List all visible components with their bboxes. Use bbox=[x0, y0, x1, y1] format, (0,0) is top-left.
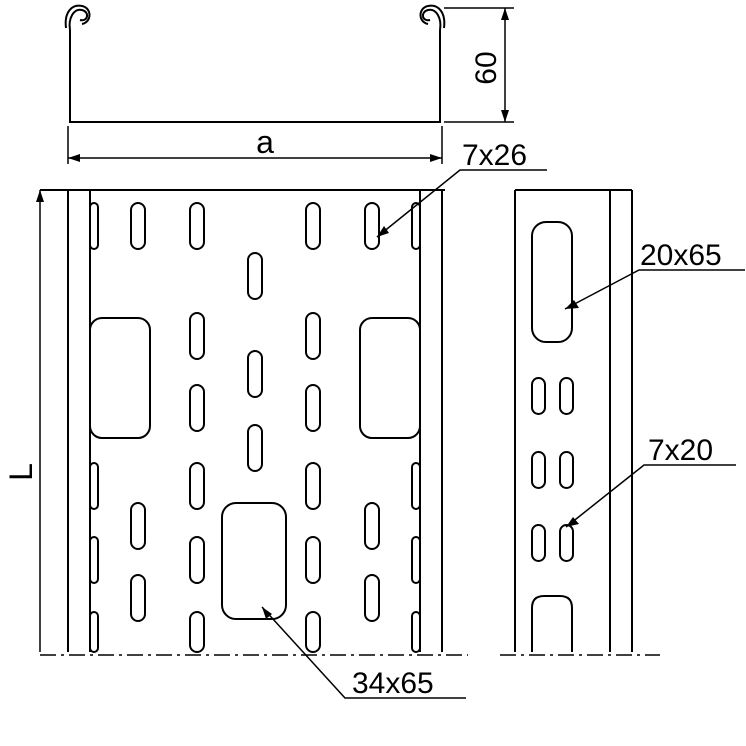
tray-side-view bbox=[514, 189, 633, 652]
height-dimension: 60 bbox=[444, 7, 514, 123]
callout-34x65: 34x65 bbox=[261, 606, 466, 700]
tray-plan-view bbox=[40, 189, 445, 653]
width-label: a bbox=[256, 124, 274, 160]
height-label: 60 bbox=[470, 51, 503, 84]
side-large-hole bbox=[531, 221, 573, 343]
callout-20x65: 20x65 bbox=[564, 239, 745, 310]
callout-7x20: 7x20 bbox=[565, 434, 736, 528]
tray-cross-section bbox=[64, 4, 446, 123]
side-bottom-notch bbox=[531, 595, 573, 652]
side-slots bbox=[531, 377, 574, 562]
callout-7x26: 7x26 bbox=[376, 139, 547, 238]
length-dimension: L bbox=[3, 190, 44, 652]
label-20x65: 20x65 bbox=[640, 239, 722, 272]
width-dimension: a bbox=[67, 124, 443, 164]
label-34x65: 34x65 bbox=[352, 667, 434, 700]
length-label: L bbox=[3, 463, 39, 481]
floor-large-hole bbox=[221, 502, 287, 620]
label-7x20: 7x20 bbox=[648, 434, 713, 467]
label-7x26: 7x26 bbox=[462, 139, 527, 172]
floor-slots bbox=[89, 202, 421, 653]
